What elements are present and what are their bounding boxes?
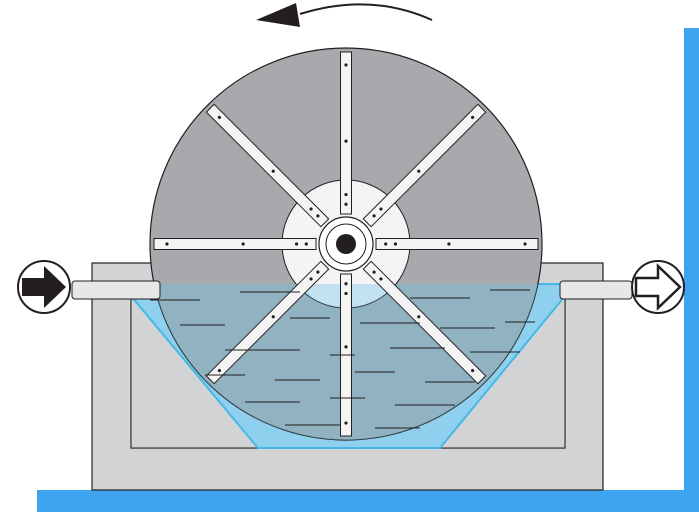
- spoke: [153, 238, 317, 250]
- rotation-arrow-icon: [256, 3, 433, 27]
- arrow-right-outline-icon: [631, 260, 685, 314]
- axle: [318, 216, 374, 272]
- blue-frame-right: [684, 28, 699, 512]
- spoke: [362, 260, 487, 385]
- spoke: [362, 103, 487, 228]
- inlet-pipe: [71, 280, 161, 300]
- spoke: [375, 238, 539, 250]
- spoke: [205, 103, 330, 228]
- spoke: [340, 51, 352, 215]
- water-ripple-lines: [150, 289, 535, 429]
- outlet-pipe: [559, 280, 633, 300]
- arrow-right-filled-icon: [17, 260, 71, 314]
- blue-frame-bottom: [37, 490, 699, 512]
